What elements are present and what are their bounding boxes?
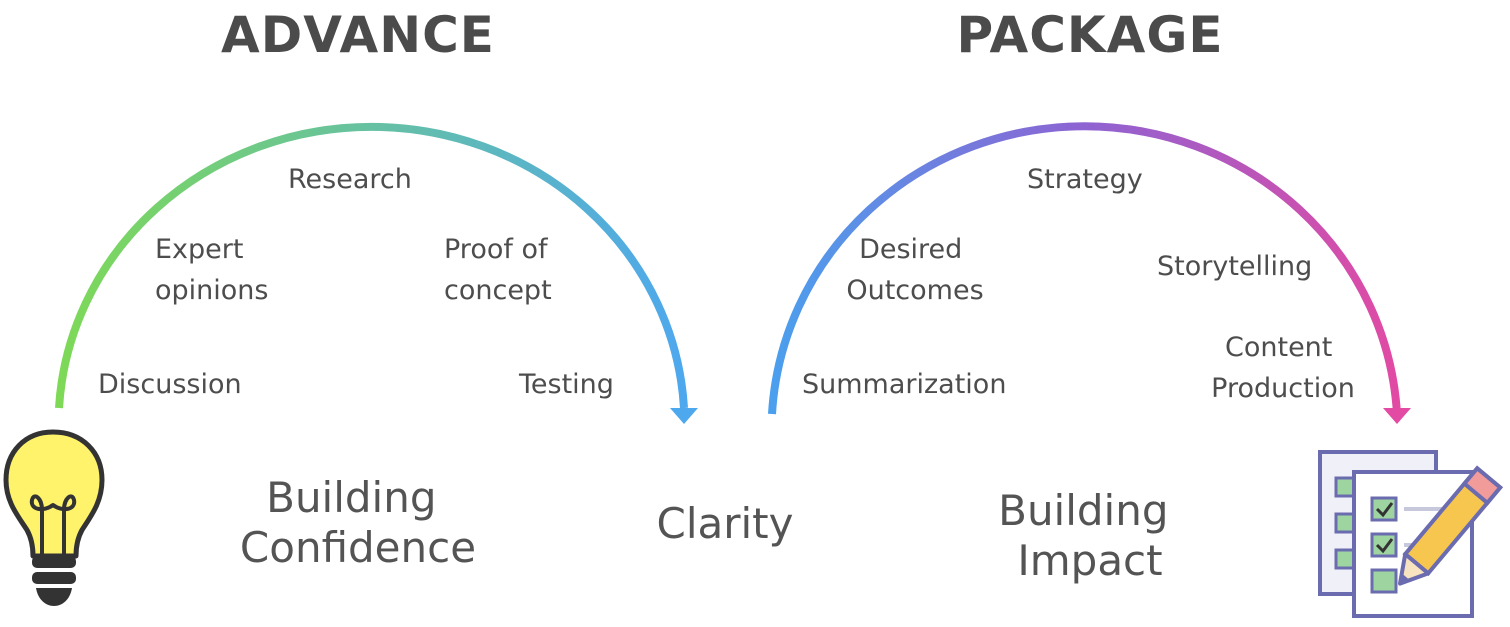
step-expert-opinions: Expert opinions [155,234,268,306]
step-storytelling: Storytelling [1157,251,1312,282]
package-arc [768,122,1401,415]
step-summarization: Summarization [802,369,1006,400]
step-content-production: Content Production [1211,332,1355,404]
step-proof-of-concept: Proof of concept [444,234,556,306]
lightbulb-icon [3,429,105,606]
package-arc-arrowhead [1383,408,1411,424]
phase-title-package: PACKAGE [956,6,1223,64]
phase-title-advance: ADVANCE [221,6,495,64]
step-desired-outcomes: Desired Outcomes [846,234,983,306]
outcome-building-confidence: Building Confidence [240,473,476,572]
outcome-building-impact: Building Impact [998,486,1182,585]
step-strategy: Strategy [1027,164,1143,195]
step-discussion: Discussion [98,369,242,400]
center-label-clarity: Clarity [657,499,794,548]
advance-arc [55,122,688,409]
step-research: Research [288,164,412,195]
advance-arc-arrowhead [670,408,698,424]
step-testing: Testing [518,369,614,400]
checklist-pencil-icon [1318,450,1504,618]
